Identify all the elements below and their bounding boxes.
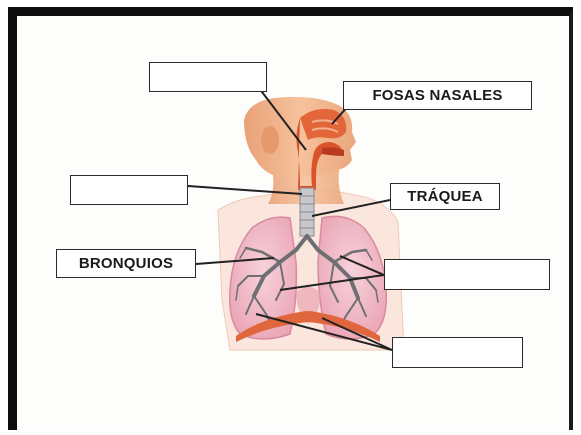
- head: [244, 97, 356, 178]
- nasal-cavity: [300, 109, 346, 140]
- label-fosas-nasales-text: FOSAS NASALES: [372, 87, 502, 104]
- label-bronquios-text: BRONQUIOS: [79, 255, 173, 272]
- blank-label-diafragma[interactable]: [392, 337, 523, 368]
- blank-label-pulmones[interactable]: [384, 259, 550, 290]
- ear: [261, 126, 279, 154]
- label-bronquios: BRONQUIOS: [56, 249, 196, 278]
- label-traquea-text: TRÁQUEA: [407, 188, 483, 205]
- label-fosas-nasales: FOSAS NASALES: [343, 81, 532, 110]
- blank-label-faringe[interactable]: [149, 62, 267, 92]
- blank-label-laringe[interactable]: [70, 175, 188, 205]
- label-traquea: TRÁQUEA: [390, 183, 500, 210]
